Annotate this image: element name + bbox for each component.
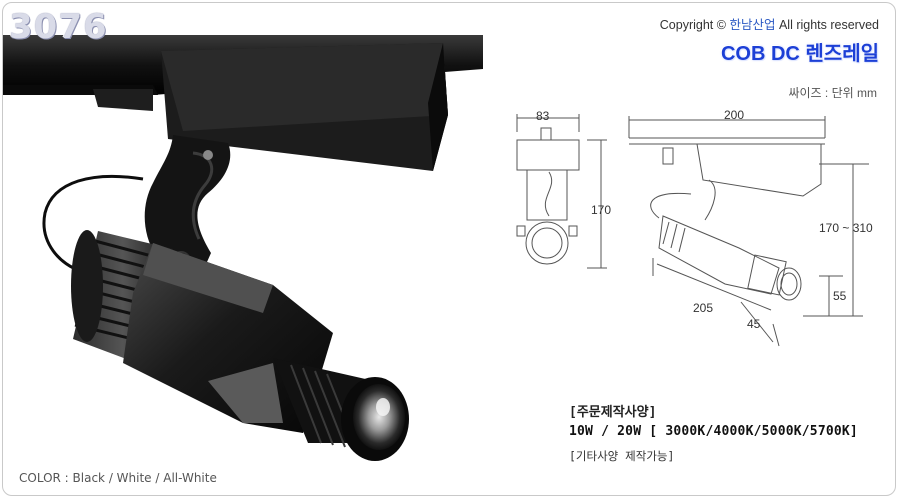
copyright-suffix: All rights reserved [778, 18, 879, 32]
product-photo [3, 35, 483, 461]
adapter-box [161, 43, 448, 171]
order-spec-heading: [주문제작사양] [569, 405, 657, 420]
custom-spec-note: [기타사양 제작가능] [569, 449, 675, 463]
product-title: COB DC 렌즈레일 [720, 43, 879, 65]
color-options: COLOR : Black / White / All-White [19, 471, 217, 485]
copyright-notice: Copyright © 한남산업 All rights reserved [660, 14, 879, 33]
front-view [516, 114, 607, 269]
product-code: 3076 [9, 7, 108, 47]
dim-height-range: 170 ~ 310 [819, 221, 873, 235]
order-spec-values: 10W / 20W [ 3000K/4000K/5000K/5700K] [569, 424, 858, 439]
dim-body-length: 205 [693, 301, 713, 315]
dim-front-width: 83 [536, 109, 550, 123]
side-view [628, 116, 869, 347]
technical-drawing: 83 170 [516, 108, 873, 347]
copyright-prefix: Copyright © [659, 18, 726, 32]
lens-barrel [273, 358, 409, 461]
dim-rail-length: 200 [724, 108, 744, 122]
fixture-body [123, 243, 333, 433]
dim-lens-length: 45 [747, 317, 761, 331]
dim-front-height: 170 [591, 203, 611, 217]
power-cable [42, 174, 144, 273]
brand-name: 한남산업 [729, 18, 776, 32]
dim-drop: 55 [833, 289, 847, 303]
size-unit-note: 싸이즈 : 단위 mm [788, 86, 877, 100]
